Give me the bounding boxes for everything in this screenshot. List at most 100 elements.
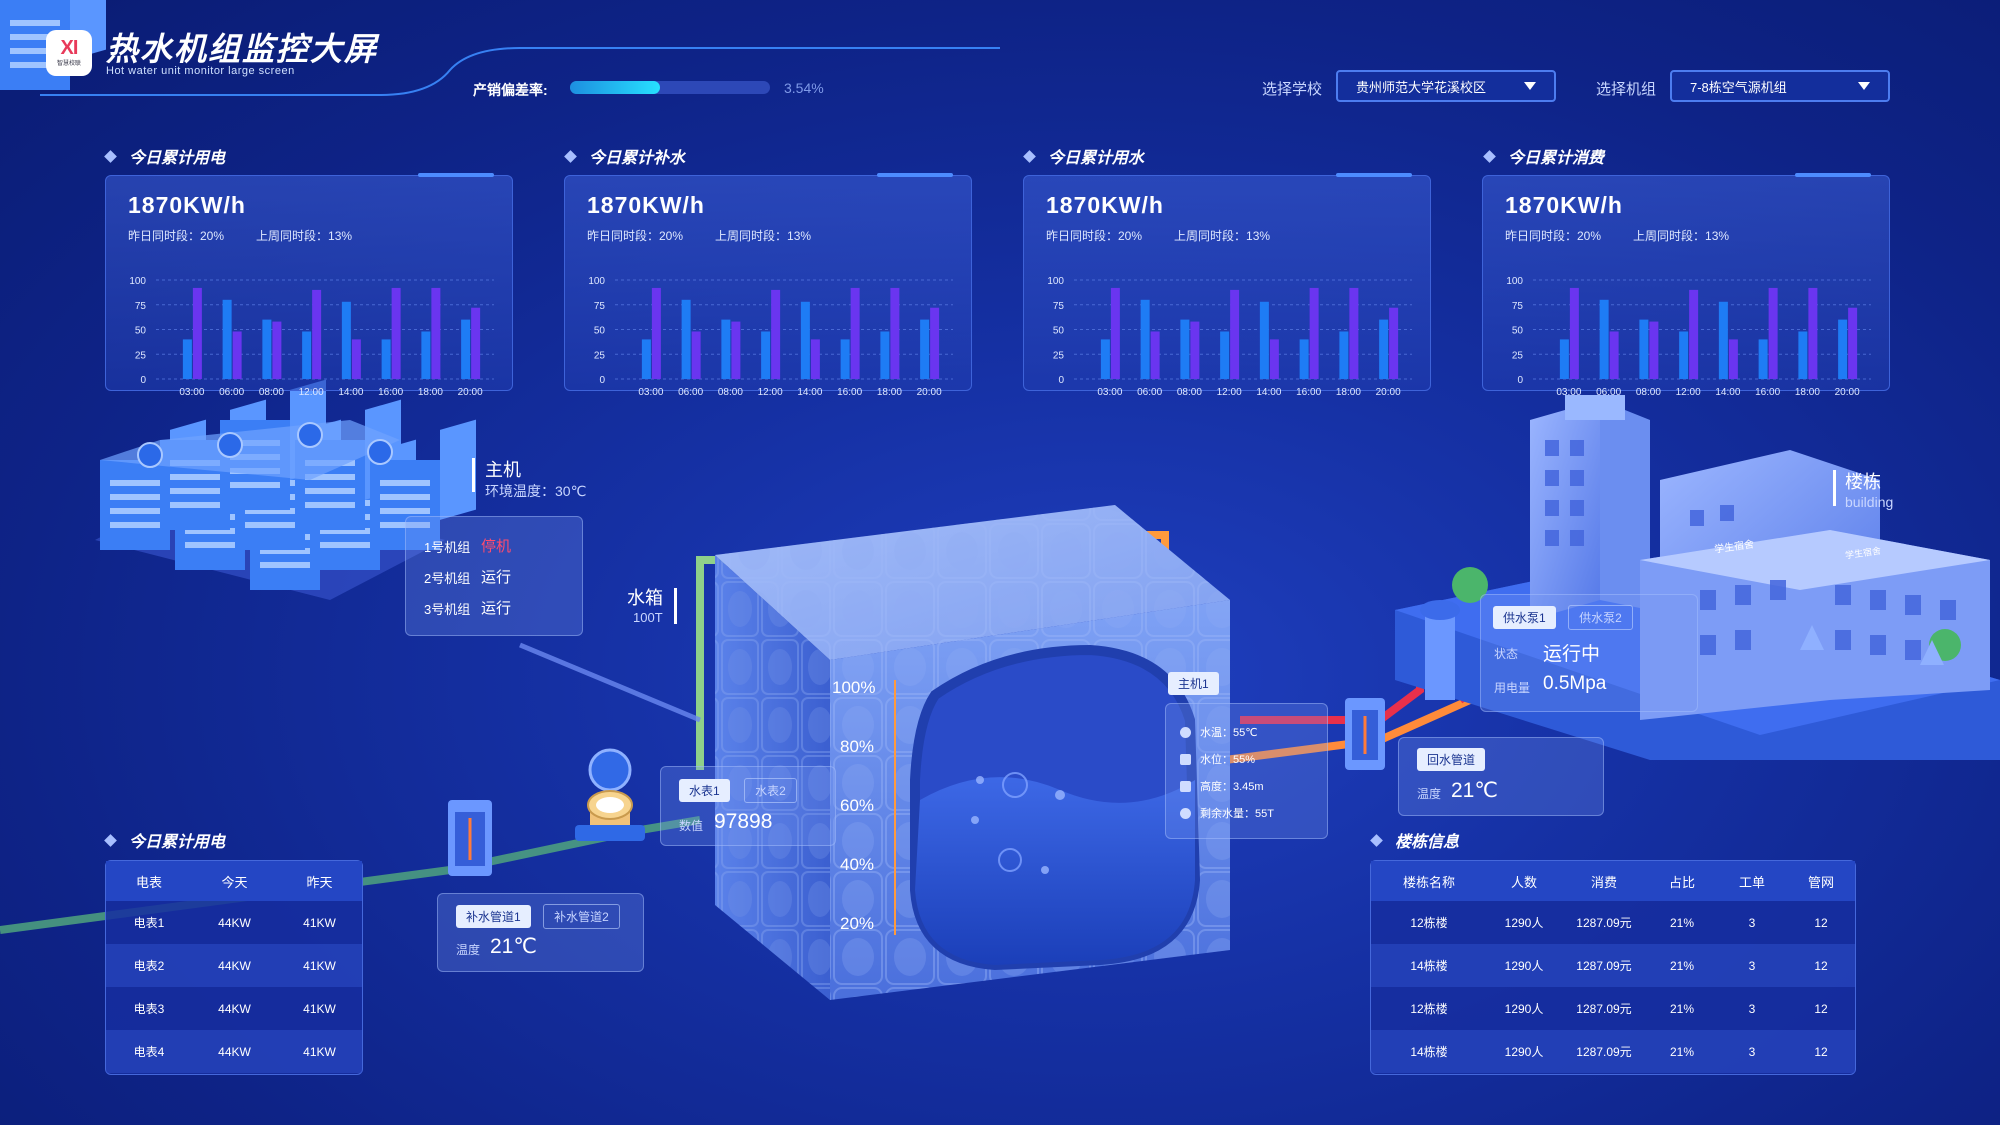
- chart-bar: [850, 287, 860, 379]
- chart-bar: [381, 339, 391, 379]
- deviation-label: 产销偏差率:: [473, 82, 548, 98]
- x-tick-label: 08:00: [718, 387, 743, 398]
- return-pipe-tag: 回水管道: [1417, 748, 1486, 771]
- host-label-bar: [472, 458, 475, 492]
- x-tick-label: 14:00: [1715, 387, 1740, 398]
- tab-supply-pipe-1[interactable]: 补水管道1: [456, 905, 531, 928]
- stat-comparison: 昨日同时段：20%上周同时段：13%: [587, 227, 843, 244]
- chart-bar: [880, 331, 890, 379]
- table-row[interactable]: 电表1 44KW 41KW: [106, 901, 362, 944]
- tab-pump-1[interactable]: 供水泵1: [1493, 606, 1556, 629]
- unit-1-name: 1号机组: [424, 540, 471, 555]
- table-cell: 电表4: [133, 1045, 165, 1059]
- return-pipe-panel: 回水管道 温度 21℃: [1398, 737, 1604, 816]
- card-title-refill: 今日累计补水: [564, 144, 685, 168]
- x-tick-label: 03:00: [1097, 387, 1122, 398]
- x-tick-label: 03:00: [638, 387, 663, 398]
- table-row[interactable]: 14栋楼 1290人 1287.09元 21% 3 12: [1371, 944, 1855, 987]
- card-accent: [418, 173, 494, 177]
- power-table-title-text: 今日累计用电: [129, 834, 226, 851]
- chart-bar: [721, 319, 731, 379]
- chart-bar: [461, 319, 471, 379]
- x-tick-label: 20:00: [1835, 387, 1860, 398]
- stat-yesterday: 昨日同时段：20%: [128, 229, 225, 243]
- building-title: 楼栋: [1845, 472, 1881, 492]
- tab-meter-2[interactable]: 水表2: [744, 778, 797, 803]
- chart-bar: [431, 287, 441, 379]
- chart-bar: [351, 339, 361, 379]
- building-table-title: 楼栋信息: [1370, 828, 1459, 852]
- table-row[interactable]: 12栋楼 1290人 1287.09元 21% 3 12: [1371, 987, 1855, 1030]
- chart-bar: [192, 287, 202, 379]
- unit-3-name: 3号机组: [424, 602, 471, 617]
- tab-pump-2[interactable]: 供水泵2: [1568, 605, 1633, 630]
- x-tick-label: 06:00: [219, 387, 244, 398]
- chart-bar: [222, 299, 232, 379]
- chart-bar: [262, 319, 272, 379]
- table-header-cell: 电表: [135, 874, 162, 890]
- chart-bar: [1389, 307, 1399, 379]
- x-tick-label: 06:00: [1596, 387, 1621, 398]
- pump-panel: 供水泵1 供水泵2 状态 运行中 用电量 0.5Mpa: [1480, 594, 1698, 712]
- table-cell: 电表3: [133, 1002, 165, 1016]
- tab-supply-pipe-2[interactable]: 补水管道2: [543, 904, 620, 929]
- host1-row-text: 剩余水量：55T: [1200, 808, 1274, 820]
- stat-yesterday: 昨日同时段：20%: [587, 229, 684, 243]
- chart-bar: [312, 289, 322, 379]
- chart-bar: [1559, 339, 1569, 379]
- table-cell: 3: [1748, 915, 1756, 930]
- water-meter-panel: 水表1 水表2 数值 97898: [660, 766, 836, 846]
- chart-bar: [1339, 331, 1349, 379]
- x-tick-label: 06:00: [1137, 387, 1162, 398]
- stat-comparison: 昨日同时段：20%上周同时段：13%: [1505, 227, 1761, 244]
- chart-bar: [930, 307, 940, 379]
- chart-bar: [1349, 287, 1359, 379]
- x-tick-label: 12:00: [299, 387, 324, 398]
- power-table-title: 今日累计用电: [104, 828, 226, 852]
- chart-bar: [1639, 319, 1649, 379]
- diamond-icon: [1370, 833, 1383, 847]
- stat-lastweek: 上周同时段：13%: [1174, 229, 1271, 243]
- chart-bar: [1379, 319, 1389, 379]
- host-title: 主机: [485, 460, 521, 480]
- supply-pipe-tabs: 补水管道1 补水管道2: [456, 904, 620, 929]
- chart-bar: [421, 331, 431, 379]
- table-cell: 电表1: [133, 916, 165, 930]
- pump-power: 0.5Mpa: [1543, 673, 1607, 694]
- unit-3-status: 运行: [481, 600, 512, 617]
- table-cell: 12: [1814, 1001, 1828, 1016]
- tab-meter-1[interactable]: 水表1: [679, 779, 730, 802]
- chart-bar: [890, 287, 900, 379]
- page-subtitle: Hot water unit monitor large screen: [106, 65, 295, 77]
- x-tick-label: 03:00: [179, 387, 204, 398]
- y-tick-label: 25: [594, 350, 606, 361]
- stat-comparison: 昨日同时段：20%上周同时段：13%: [1046, 227, 1302, 244]
- table-cell: 12栋楼: [1410, 1002, 1448, 1016]
- x-tick-label: 16:00: [378, 387, 403, 398]
- table-row[interactable]: 14栋楼 1290人 1287.09元 21% 3 12: [1371, 1030, 1855, 1073]
- temperature-icon: [1180, 726, 1191, 738]
- x-tick-label: 20:00: [1376, 387, 1401, 398]
- host1-row-text: 水位：55%: [1200, 754, 1256, 766]
- x-tick-label: 18:00: [1795, 387, 1820, 398]
- table-header: 电表 今天 昨天: [106, 861, 362, 901]
- logo-mark: XI: [60, 37, 79, 59]
- chart-bar: [1689, 289, 1699, 379]
- level-80: 80%: [840, 737, 875, 756]
- unit-select[interactable]: 7-8栋空气源机组: [1670, 70, 1890, 102]
- pump-power-label: 用电量: [1494, 681, 1531, 695]
- return-pipe-temp-label: 温度: [1417, 787, 1442, 801]
- x-tick-label: 08:00: [259, 387, 284, 398]
- table-cell: 12: [1814, 915, 1828, 930]
- deviation-progress-fill: [570, 81, 660, 94]
- school-select[interactable]: 贵州师范大学花溪校区: [1336, 70, 1556, 102]
- x-tick-label: 18:00: [877, 387, 902, 398]
- table-row[interactable]: 电表3 44KW 41KW: [106, 987, 362, 1030]
- table-row[interactable]: 12栋楼 1290人 1287.09元 21% 3 12: [1371, 901, 1855, 944]
- app-logo: XI 智慧校联: [46, 30, 92, 76]
- table-row[interactable]: 电表4 44KW 41KW: [106, 1030, 362, 1073]
- table-row[interactable]: 电表2 44KW 41KW: [106, 944, 362, 987]
- y-tick-label: 0: [1517, 375, 1523, 386]
